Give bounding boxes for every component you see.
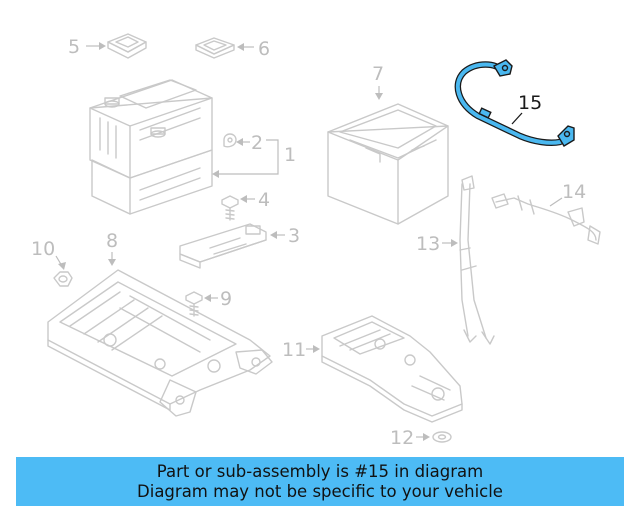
svg-text:9: 9 [220, 288, 232, 310]
callout-6: 6 [237, 38, 270, 60]
part-6-cap [195, 37, 235, 59]
part-11-bracket [321, 315, 463, 423]
part-1-battery [89, 79, 213, 215]
callout-9: 9 [204, 288, 232, 310]
part-5-cap [107, 33, 147, 59]
part-9-bolt [185, 291, 203, 317]
callout-13: 13 [416, 233, 458, 255]
svg-text:6: 6 [258, 38, 270, 60]
part-13-strap [459, 175, 495, 345]
part-12-washer [432, 431, 452, 443]
svg-text:2: 2 [251, 132, 263, 154]
parts-diagram: 5 6 1 2 [31, 33, 601, 449]
callout-10: 10 [31, 238, 66, 270]
part-2-clip [223, 133, 237, 148]
callout-1: 1 [212, 139, 296, 178]
svg-text:1: 1 [284, 144, 296, 166]
svg-text:12: 12 [390, 427, 414, 449]
svg-text:3: 3 [288, 225, 300, 247]
banner-line-1: Part or sub-assembly is #15 in diagram [156, 461, 484, 481]
callout-14: 14 [549, 181, 586, 207]
callout-5: 5 [68, 36, 106, 58]
part-14-cable [491, 193, 601, 245]
svg-text:8: 8 [106, 230, 118, 252]
svg-text:5: 5 [68, 36, 80, 58]
part-7-battery-box [327, 103, 449, 225]
callout-4: 4 [240, 189, 270, 211]
svg-text:11: 11 [282, 339, 306, 361]
svg-text:15: 15 [518, 92, 542, 114]
svg-text:14: 14 [562, 181, 586, 203]
svg-text:13: 13 [416, 233, 440, 255]
callout-2: 2 [236, 132, 263, 154]
callout-3: 3 [270, 225, 300, 247]
callout-8: 8 [106, 230, 118, 266]
callout-12: 12 [390, 427, 430, 449]
callout-11: 11 [282, 339, 320, 361]
svg-text:10: 10 [31, 238, 55, 260]
part-10-nut [53, 271, 73, 287]
part-3-bracket [179, 223, 267, 269]
part-8-tray [47, 269, 273, 417]
callout-7: 7 [372, 63, 384, 100]
callout-15: 15 [511, 92, 542, 125]
part-15-cable [454, 59, 575, 147]
banner-line-2: Diagram may not be specific to your vehi… [137, 481, 503, 501]
part-4-bolt [221, 195, 239, 221]
svg-text:7: 7 [372, 63, 384, 85]
svg-text:4: 4 [258, 189, 270, 211]
info-banner: Part or sub-assembly is #15 in diagram D… [16, 457, 624, 506]
